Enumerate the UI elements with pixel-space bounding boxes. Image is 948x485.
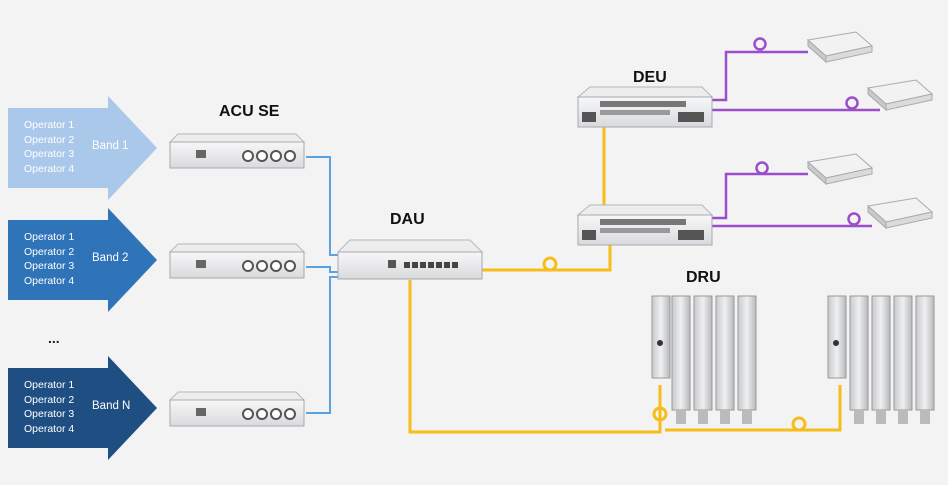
access-point-3 bbox=[806, 153, 874, 186]
operator-label: Operator 2 bbox=[24, 133, 75, 146]
band-label: Band 1 bbox=[92, 140, 129, 152]
operator-label: Operator 4 bbox=[24, 162, 75, 175]
operator-label: Operator 1 bbox=[24, 119, 75, 131]
deu-label: DEU bbox=[633, 69, 667, 86]
acu-se-label: ACU SE bbox=[219, 103, 280, 120]
band-label: Band N bbox=[92, 400, 131, 412]
dau-label: DAU bbox=[390, 211, 425, 228]
operator-label: Operator 1 bbox=[24, 379, 75, 391]
fiber-coil bbox=[652, 406, 668, 422]
fiber-coil bbox=[791, 416, 807, 432]
operator-label: Operator 3 bbox=[24, 260, 75, 273]
band-arrow-n: Operator 1 Operator 2 Operator 3 Operato… bbox=[0, 356, 160, 460]
band-label: Band 2 bbox=[92, 252, 129, 264]
operator-list: Operator 1 Operator 2 Operator 3 Operato… bbox=[24, 230, 74, 288]
cat-link-1 bbox=[710, 50, 808, 102]
cat-links bbox=[710, 37, 880, 228]
acu-unit-2 bbox=[168, 243, 306, 279]
dau-unit bbox=[336, 239, 484, 280]
cable-coil bbox=[847, 212, 861, 226]
dru-group-2 bbox=[827, 295, 935, 424]
cable-coil bbox=[755, 161, 769, 175]
more-bands-ellipsis: ... bbox=[48, 330, 60, 346]
acu-unit-n bbox=[168, 391, 306, 427]
access-point-1 bbox=[806, 31, 874, 64]
operator-label: Operator 1 bbox=[24, 231, 75, 243]
access-point-4 bbox=[866, 197, 934, 230]
deu-unit-1 bbox=[576, 86, 714, 128]
operator-list: Operator 1 Operator 2 Operator 3 Operato… bbox=[24, 118, 74, 176]
operator-label: Operator 3 bbox=[24, 408, 75, 421]
dru-group-1 bbox=[651, 295, 757, 424]
operator-label: Operator 3 bbox=[24, 148, 75, 161]
operator-label: Operator 4 bbox=[24, 274, 75, 287]
acu-unit-1 bbox=[168, 133, 306, 169]
dru-label: DRU bbox=[686, 269, 721, 286]
fiber-coil bbox=[542, 256, 558, 272]
operator-label: Operator 4 bbox=[24, 422, 75, 435]
fiber-dru1-dru2 bbox=[665, 385, 842, 432]
cable-coil bbox=[753, 37, 767, 51]
deu-unit-2 bbox=[576, 204, 714, 246]
band-arrow-2: Operator 1 Operator 2 Operator 3 Operato… bbox=[0, 208, 160, 312]
cat-link-3 bbox=[710, 172, 808, 220]
operator-label: Operator 2 bbox=[24, 245, 75, 258]
operator-label: Operator 2 bbox=[24, 393, 75, 406]
cable-coil bbox=[845, 96, 859, 110]
band-arrow-1: Operator 1 Operator 2 Operator 3 Operato… bbox=[0, 96, 160, 200]
operator-list: Operator 1 Operator 2 Operator 3 Operato… bbox=[24, 378, 74, 436]
access-point-2 bbox=[866, 79, 934, 112]
